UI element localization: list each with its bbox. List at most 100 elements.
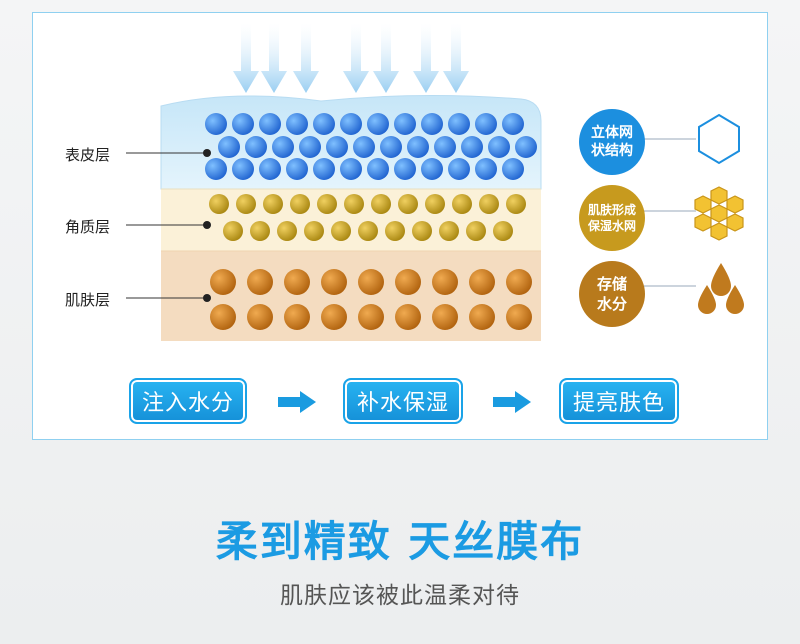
inflow-arrow bbox=[261, 23, 287, 93]
skin-layer-diagram bbox=[126, 23, 744, 341]
blue-bead bbox=[232, 113, 254, 135]
gold-bead bbox=[317, 194, 337, 214]
inflow-arrow bbox=[293, 23, 319, 93]
orange-bead bbox=[284, 304, 310, 330]
step-inject-water: 注入水分 bbox=[129, 378, 247, 424]
blue-bead bbox=[286, 158, 308, 180]
blue-bead bbox=[380, 136, 402, 158]
gold-bead bbox=[331, 221, 351, 241]
blue-bead bbox=[394, 158, 416, 180]
orange-bead bbox=[210, 269, 236, 295]
orange-bead bbox=[469, 269, 495, 295]
orange-bead bbox=[321, 269, 347, 295]
pointer-dot bbox=[203, 221, 211, 229]
blue-bead bbox=[313, 158, 335, 180]
blue-bead bbox=[448, 158, 470, 180]
gold-bead bbox=[493, 221, 513, 241]
blue-bead bbox=[205, 158, 227, 180]
feature-text: 存储 水分 bbox=[596, 275, 627, 313]
layer-label-dermis: 肌肤层 bbox=[65, 291, 111, 309]
step-brighten: 提亮肤色 bbox=[559, 378, 679, 424]
gold-bead bbox=[223, 221, 243, 241]
feature-badge-structure: 立体网 状结构 bbox=[579, 109, 645, 175]
orange-bead bbox=[358, 269, 384, 295]
inflow-arrow bbox=[343, 23, 369, 93]
pointer-dot bbox=[203, 149, 211, 157]
gold-bead bbox=[506, 194, 526, 214]
gold-bead bbox=[412, 221, 432, 241]
gold-bead bbox=[304, 221, 324, 241]
feature-badge-storage: 存储 水分 bbox=[579, 261, 645, 327]
gold-bead bbox=[290, 194, 310, 214]
blue-bead bbox=[461, 136, 483, 158]
blue-bead bbox=[313, 113, 335, 135]
honeycomb-icon bbox=[694, 186, 744, 241]
gold-bead bbox=[398, 194, 418, 214]
blue-bead bbox=[205, 113, 227, 135]
layer-label-epidermis: 表皮层 bbox=[65, 146, 111, 164]
orange-bead bbox=[506, 304, 532, 330]
orange-bead bbox=[395, 304, 421, 330]
gold-bead bbox=[425, 194, 445, 214]
orange-bead bbox=[210, 304, 236, 330]
blue-bead bbox=[326, 136, 348, 158]
gold-bead bbox=[371, 194, 391, 214]
blue-bead bbox=[218, 136, 240, 158]
orange-bead bbox=[247, 304, 273, 330]
blue-bead bbox=[407, 136, 429, 158]
epidermis-layer-shape bbox=[160, 94, 542, 190]
blue-bead bbox=[367, 113, 389, 135]
water-drops-icon bbox=[698, 263, 744, 314]
water-inflow-arrows bbox=[233, 23, 469, 93]
blue-bead bbox=[475, 113, 497, 135]
orange-bead bbox=[395, 269, 421, 295]
blue-bead bbox=[340, 113, 362, 135]
blue-bead bbox=[434, 136, 456, 158]
subheadline: 肌肤应该被此温柔对待 bbox=[280, 583, 520, 609]
blue-bead bbox=[259, 113, 281, 135]
gold-bead bbox=[439, 221, 459, 241]
gold-bead bbox=[209, 194, 229, 214]
blue-bead bbox=[299, 136, 321, 158]
blue-bead bbox=[475, 158, 497, 180]
feature-badge-moisture-net: 肌肤形成 保湿水网 bbox=[579, 185, 645, 251]
gold-bead bbox=[250, 221, 270, 241]
blue-bead bbox=[353, 136, 375, 158]
blue-bead bbox=[502, 158, 524, 180]
gold-bead bbox=[479, 194, 499, 214]
hexagon-icon bbox=[698, 113, 740, 165]
gold-bead bbox=[466, 221, 486, 241]
inflow-arrow bbox=[233, 23, 259, 93]
headline: 柔到精致 天丝膜布 bbox=[215, 517, 585, 566]
step-hydrate: 补水保湿 bbox=[343, 378, 463, 424]
blue-bead bbox=[259, 158, 281, 180]
gold-bead bbox=[277, 221, 297, 241]
orange-bead bbox=[358, 304, 384, 330]
bead-grid bbox=[205, 113, 537, 330]
gold-bead bbox=[358, 221, 378, 241]
blue-bead bbox=[245, 136, 267, 158]
blue-bead bbox=[448, 113, 470, 135]
orange-bead bbox=[469, 304, 495, 330]
orange-bead bbox=[247, 269, 273, 295]
blue-bead bbox=[367, 158, 389, 180]
gold-bead bbox=[452, 194, 472, 214]
inflow-arrow bbox=[373, 23, 399, 93]
orange-bead bbox=[506, 269, 532, 295]
blue-bead bbox=[502, 113, 524, 135]
inflow-arrow bbox=[413, 23, 439, 93]
blue-bead bbox=[340, 158, 362, 180]
gold-bead bbox=[236, 194, 256, 214]
blue-bead bbox=[272, 136, 294, 158]
feature-text: 肌肤形成 保湿水网 bbox=[587, 203, 636, 233]
blue-bead bbox=[394, 113, 416, 135]
blue-bead bbox=[421, 158, 443, 180]
feature-text: 立体网 状结构 bbox=[591, 125, 633, 159]
layer-label-stratum: 角质层 bbox=[65, 218, 111, 236]
orange-bead bbox=[321, 304, 347, 330]
blue-bead bbox=[515, 136, 537, 158]
inflow-arrow bbox=[443, 23, 469, 93]
gold-bead bbox=[385, 221, 405, 241]
gold-bead bbox=[344, 194, 364, 214]
blue-bead bbox=[421, 113, 443, 135]
